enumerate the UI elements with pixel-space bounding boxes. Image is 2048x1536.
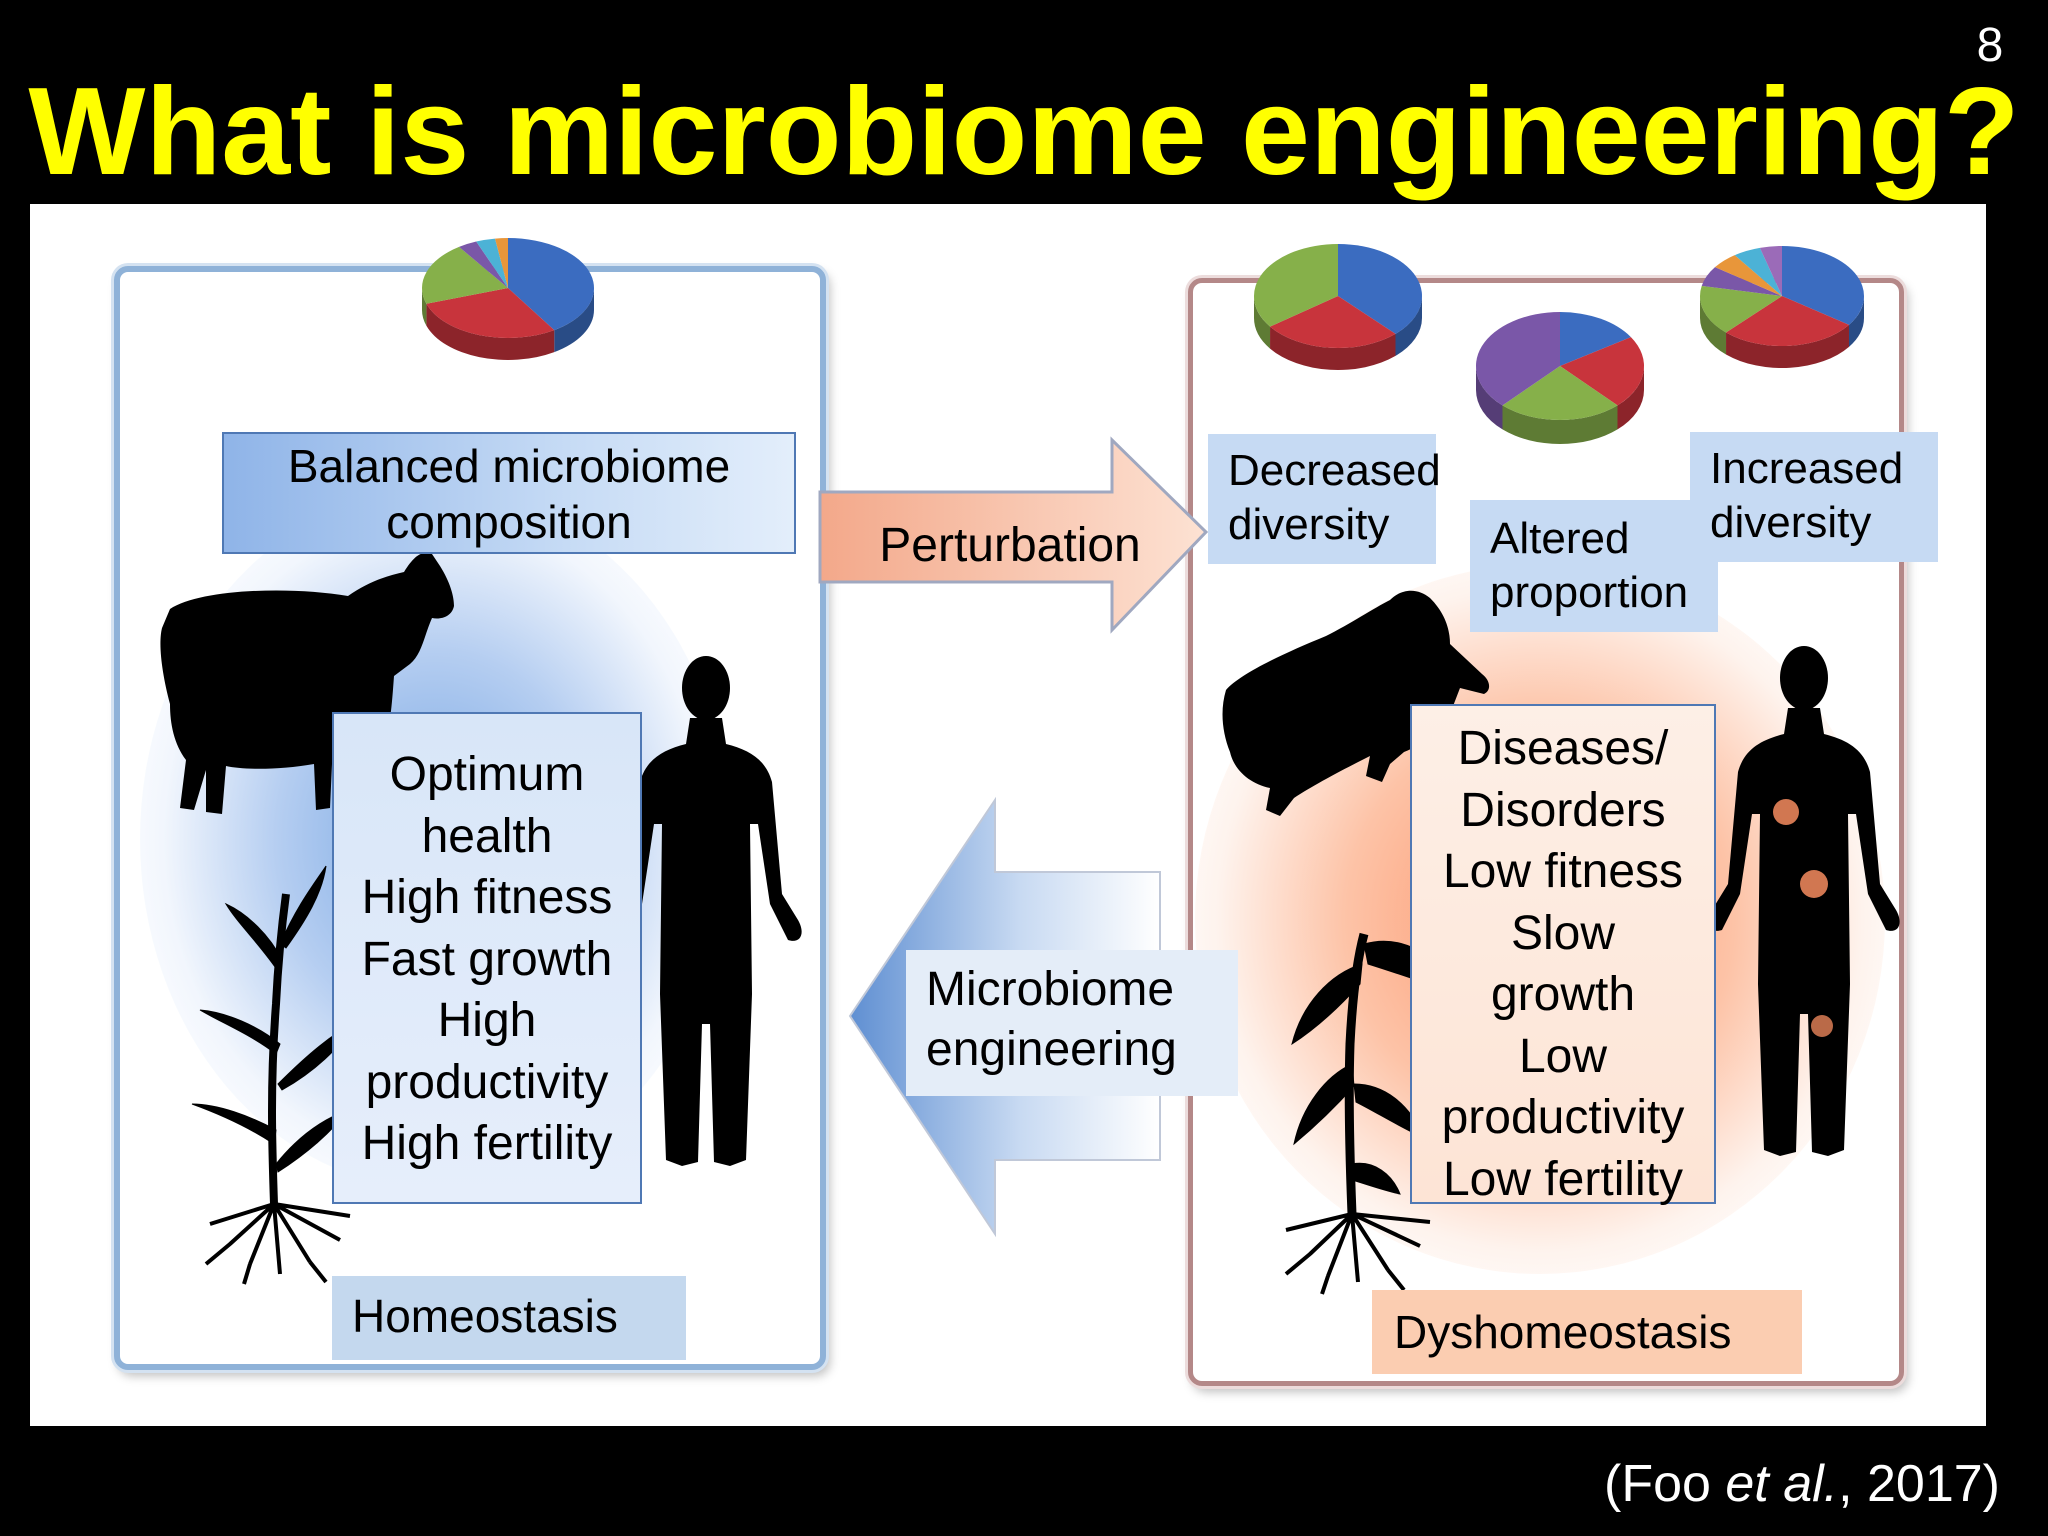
cow-silhouette-icon (1222, 590, 1490, 816)
citation-prefix: (Foo (1604, 1455, 1726, 1513)
increased-line-2: diversity (1710, 498, 1872, 547)
list-item: High (437, 994, 537, 1047)
pie-side (1254, 296, 1271, 349)
list-item: Low fertility (1442, 1152, 1684, 1206)
pie-slice (508, 238, 594, 331)
dyshomeostasis-label: Dyshomeostasis (1372, 1290, 1802, 1374)
list-item: High fitness (361, 871, 613, 924)
pie-side (1700, 296, 1727, 355)
pie-chart-icon (1700, 246, 1864, 368)
pie-slice (1726, 296, 1849, 346)
balanced-line-2: composition (386, 496, 632, 548)
pie-slice (426, 288, 555, 338)
pie-side (1848, 296, 1864, 347)
pie-slice (495, 238, 508, 288)
pie-side (426, 303, 555, 360)
pie-slice (459, 241, 508, 288)
pie-side (1476, 366, 1503, 430)
list-item: Disorders (1460, 783, 1666, 837)
pie-side (1617, 366, 1644, 430)
human-silhouette-icon (610, 656, 802, 1166)
pie-slice (421, 246, 508, 304)
list-item: Low (1518, 1029, 1608, 1083)
pie-slice (1700, 285, 1782, 333)
pie-slice (1338, 244, 1422, 334)
pie-side (1270, 326, 1396, 370)
pie-slice (1502, 366, 1618, 420)
pie-side (1726, 324, 1849, 368)
perturbation-arrow (818, 436, 1209, 634)
altered-proportion-label: Altered proportion (1470, 500, 1718, 632)
perturbation-label: Perturbation (879, 519, 1141, 572)
pie-side (554, 288, 594, 353)
slide-title: What is microbiome engineering? (28, 63, 2020, 201)
increased-line-1: Increased (1710, 444, 1904, 493)
altered-line-1: Altered (1490, 514, 1630, 563)
pie-slice (1701, 267, 1782, 296)
microbiome-engineering-label: Microbiome engineering (906, 950, 1238, 1096)
pie-slice (1715, 255, 1782, 296)
list-item: Low fitness (1442, 845, 1684, 898)
decreased-diversity-label: Decreased diversity (1208, 434, 1441, 564)
pie-side (1395, 296, 1422, 356)
homeostasis-label: Homeostasis (332, 1276, 686, 1360)
diagram-graphics (160, 238, 1900, 1295)
list-item: growth (1490, 968, 1636, 1021)
list-item: Slow (1510, 906, 1616, 960)
list-item: High fertility (361, 1117, 613, 1170)
pie-slice (1560, 337, 1644, 406)
healthy-outcomes-list: Optimum health High fitness Fast growth … (332, 712, 642, 1204)
pie-slice (1476, 312, 1560, 406)
pie-slice (1560, 312, 1631, 366)
list-item: Diseases/ (1457, 722, 1669, 775)
diagram-panel: Balanced microbiome composition Optimum … (30, 204, 1986, 1426)
increased-diversity-label: Increased diversity (1690, 432, 1938, 562)
plant-silhouette-icon (1284, 932, 1460, 1295)
pie-slice (1254, 244, 1338, 327)
pie-slice (1782, 246, 1864, 325)
pie-slice (1270, 296, 1396, 348)
pie-slice (1734, 247, 1782, 296)
pie-chart-icon (1254, 244, 1422, 370)
disease-outcomes-list: Diseases/ Disorders Low fitness Slow gro… (1410, 704, 1716, 1206)
citation: (Foo et al., 2017) (1480, 1452, 2000, 1516)
altered-line-2: proportion (1490, 568, 1689, 617)
engineering-line-1: Microbiome (926, 963, 1175, 1016)
balanced-composition-label: Balanced microbiome composition (222, 432, 796, 554)
human-silhouette-icon (1708, 646, 1900, 1156)
list-item: Fast growth (361, 932, 613, 986)
pie-side (422, 288, 427, 326)
balanced-line-1: Balanced microbiome (287, 440, 731, 492)
pie-slice (1759, 246, 1782, 296)
decreased-line-2: diversity (1228, 500, 1390, 549)
pie-chart-icon (421, 238, 594, 360)
pie-slice (476, 238, 508, 288)
slide-number: 8 (1976, 19, 2004, 72)
decreased-line-1: Decreased (1228, 446, 1441, 495)
citation-italic: et al. (1725, 1455, 1839, 1513)
citation-suffix: , 2017) (1838, 1455, 2000, 1513)
pie-side (1502, 405, 1618, 444)
list-item: health (421, 809, 553, 863)
pie-chart-icon (1476, 312, 1644, 444)
engineering-line-2: engineering (926, 1023, 1177, 1076)
list-item: productivity (365, 1055, 609, 1109)
list-item: productivity (1441, 1091, 1685, 1144)
list-item: Optimum (389, 748, 585, 801)
